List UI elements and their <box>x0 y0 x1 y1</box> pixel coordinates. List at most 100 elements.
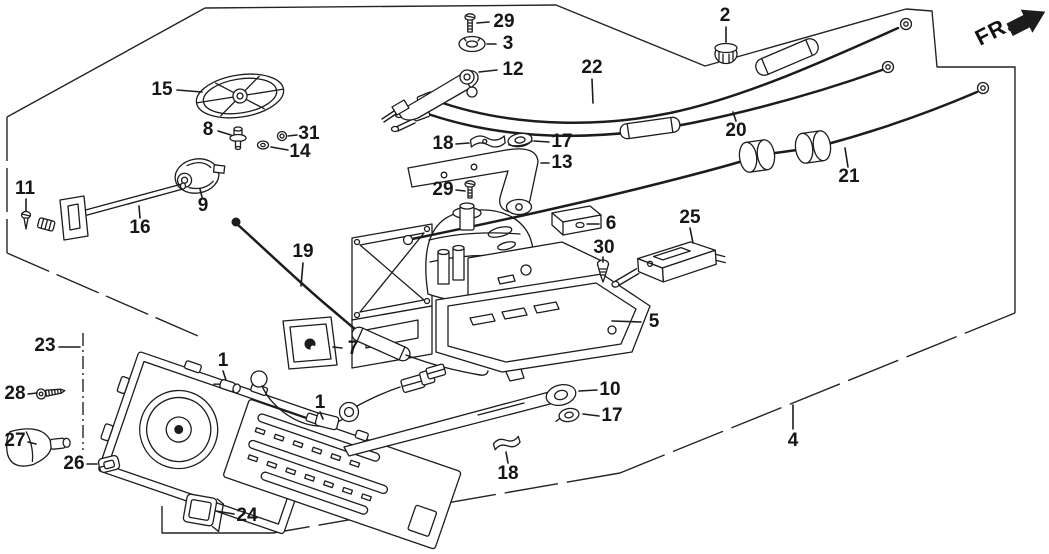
callout-leader-18-14 <box>455 142 470 145</box>
clip-18b <box>492 435 521 451</box>
callout-label-17-15: 17 <box>551 131 572 152</box>
bulb-harness <box>250 363 447 431</box>
fan-wheel-15 <box>195 73 285 119</box>
callout-leader-1-26 <box>222 370 227 381</box>
callout-label-26-31: 26 <box>63 453 84 474</box>
callout-leader-28-25 <box>27 392 38 395</box>
callout-label-30-19: 30 <box>593 237 614 258</box>
callout-leader-16-13 <box>138 205 141 219</box>
harness-connector <box>425 363 447 380</box>
callout-leader-27-30 <box>27 441 37 445</box>
callout-label-25-20: 25 <box>679 207 701 228</box>
callout-leader-12-2 <box>478 69 498 73</box>
callout-label-21-6: 21 <box>838 166 860 187</box>
callout-leader-24-33 <box>215 510 235 515</box>
cable-drum <box>794 130 832 164</box>
screw-30 <box>596 259 610 283</box>
callout-leader-10-28 <box>578 389 598 392</box>
callout-label-5-23: 5 <box>649 311 660 332</box>
callout-label-22-3: 22 <box>581 57 602 78</box>
callout-leader-31-9 <box>287 134 298 137</box>
callout-leader-5-23 <box>611 320 642 323</box>
callout-leader-29-17 <box>455 189 466 192</box>
callout-leader-7-22 <box>332 346 343 349</box>
callout-leader-1-27 <box>319 411 324 420</box>
callout-label-14-10: 14 <box>289 141 311 162</box>
screw-28 <box>35 388 66 400</box>
cable-ball-end <box>231 217 241 227</box>
callout-label-1-26: 1 <box>218 350 229 371</box>
callout-label-28-25: 28 <box>4 383 25 404</box>
cable-sleeve <box>351 326 411 362</box>
callout-label-7-22: 7 <box>348 338 359 359</box>
fr-direction-marker: FR. <box>971 9 1046 51</box>
callout-label-20-5: 20 <box>725 120 746 141</box>
lever-13 <box>407 148 539 216</box>
callout-leader-25-20 <box>689 227 694 244</box>
callout-label-8-8: 8 <box>203 119 214 140</box>
callout-label-9-12: 9 <box>198 195 209 216</box>
callout-label-4-34: 4 <box>788 430 799 451</box>
screw-29b <box>464 180 476 199</box>
slider-bezel <box>223 399 462 550</box>
cable-drum <box>738 139 776 173</box>
button-24 <box>182 493 225 533</box>
bulb-1a <box>213 379 241 394</box>
clip-6 <box>551 205 602 236</box>
callout-leader-18-32 <box>505 451 509 464</box>
cable-eyelet-end <box>976 81 990 95</box>
callout-label-27-30: 27 <box>4 430 25 451</box>
callout-label-24-33: 24 <box>236 505 258 526</box>
washer-17a <box>507 132 533 148</box>
callout-label-16-13: 16 <box>129 217 150 238</box>
screw-29b-and-boss <box>459 180 476 231</box>
callout-label-13-16: 13 <box>551 152 572 173</box>
callout-label-12-2: 12 <box>502 59 523 80</box>
ball-stud <box>466 86 478 98</box>
cable-sleeve <box>755 38 819 76</box>
lever-12 <box>381 69 479 123</box>
callout-label-10-28: 10 <box>599 379 620 400</box>
callout-label-19-21: 19 <box>292 241 313 262</box>
callout-leader-20-5 <box>732 111 737 122</box>
diagram-boundary <box>6 4 1016 534</box>
cable-eyelet-end <box>899 17 913 31</box>
callout-label-11-11: 11 <box>15 178 36 199</box>
slider-slot <box>260 471 369 515</box>
fr-label: FR. <box>971 11 1017 51</box>
callout-leader-17-29 <box>582 413 600 417</box>
callout-leader-22-3 <box>591 78 594 104</box>
screw-29a <box>464 13 476 33</box>
callout-leader-14-10 <box>270 146 289 151</box>
callout-label-29-0: 29 <box>493 11 514 32</box>
cable-21 <box>402 81 990 246</box>
heater-unit-assembly <box>351 206 651 382</box>
callout-label-18-32: 18 <box>497 463 518 484</box>
rod-16 <box>36 182 187 241</box>
callout-label-29-17: 29 <box>432 179 453 200</box>
callout-label-2-4: 2 <box>720 5 731 26</box>
callout-leader-21-6 <box>844 147 849 168</box>
slider-slot <box>257 413 381 462</box>
washer-17b <box>555 407 580 423</box>
callout-leader-29-0 <box>476 21 490 24</box>
tick-marks <box>254 427 361 468</box>
washer-14 <box>256 140 270 150</box>
tick-marks <box>247 454 372 502</box>
knob-27 <box>5 428 71 467</box>
harness-connector <box>400 369 436 393</box>
switch-25 <box>611 241 726 288</box>
grommet-3 <box>458 35 486 53</box>
bulb-1b <box>314 412 340 431</box>
callout-leader-8-8 <box>217 130 232 136</box>
callout-label-15-7: 15 <box>151 79 173 100</box>
lever-10 <box>343 383 577 457</box>
callout-leader-19-21 <box>300 262 304 287</box>
clip-26 <box>97 454 121 474</box>
callout-label-17-29: 17 <box>601 405 622 426</box>
callout-label-23-24: 23 <box>34 335 55 356</box>
cable-19 <box>231 217 489 376</box>
